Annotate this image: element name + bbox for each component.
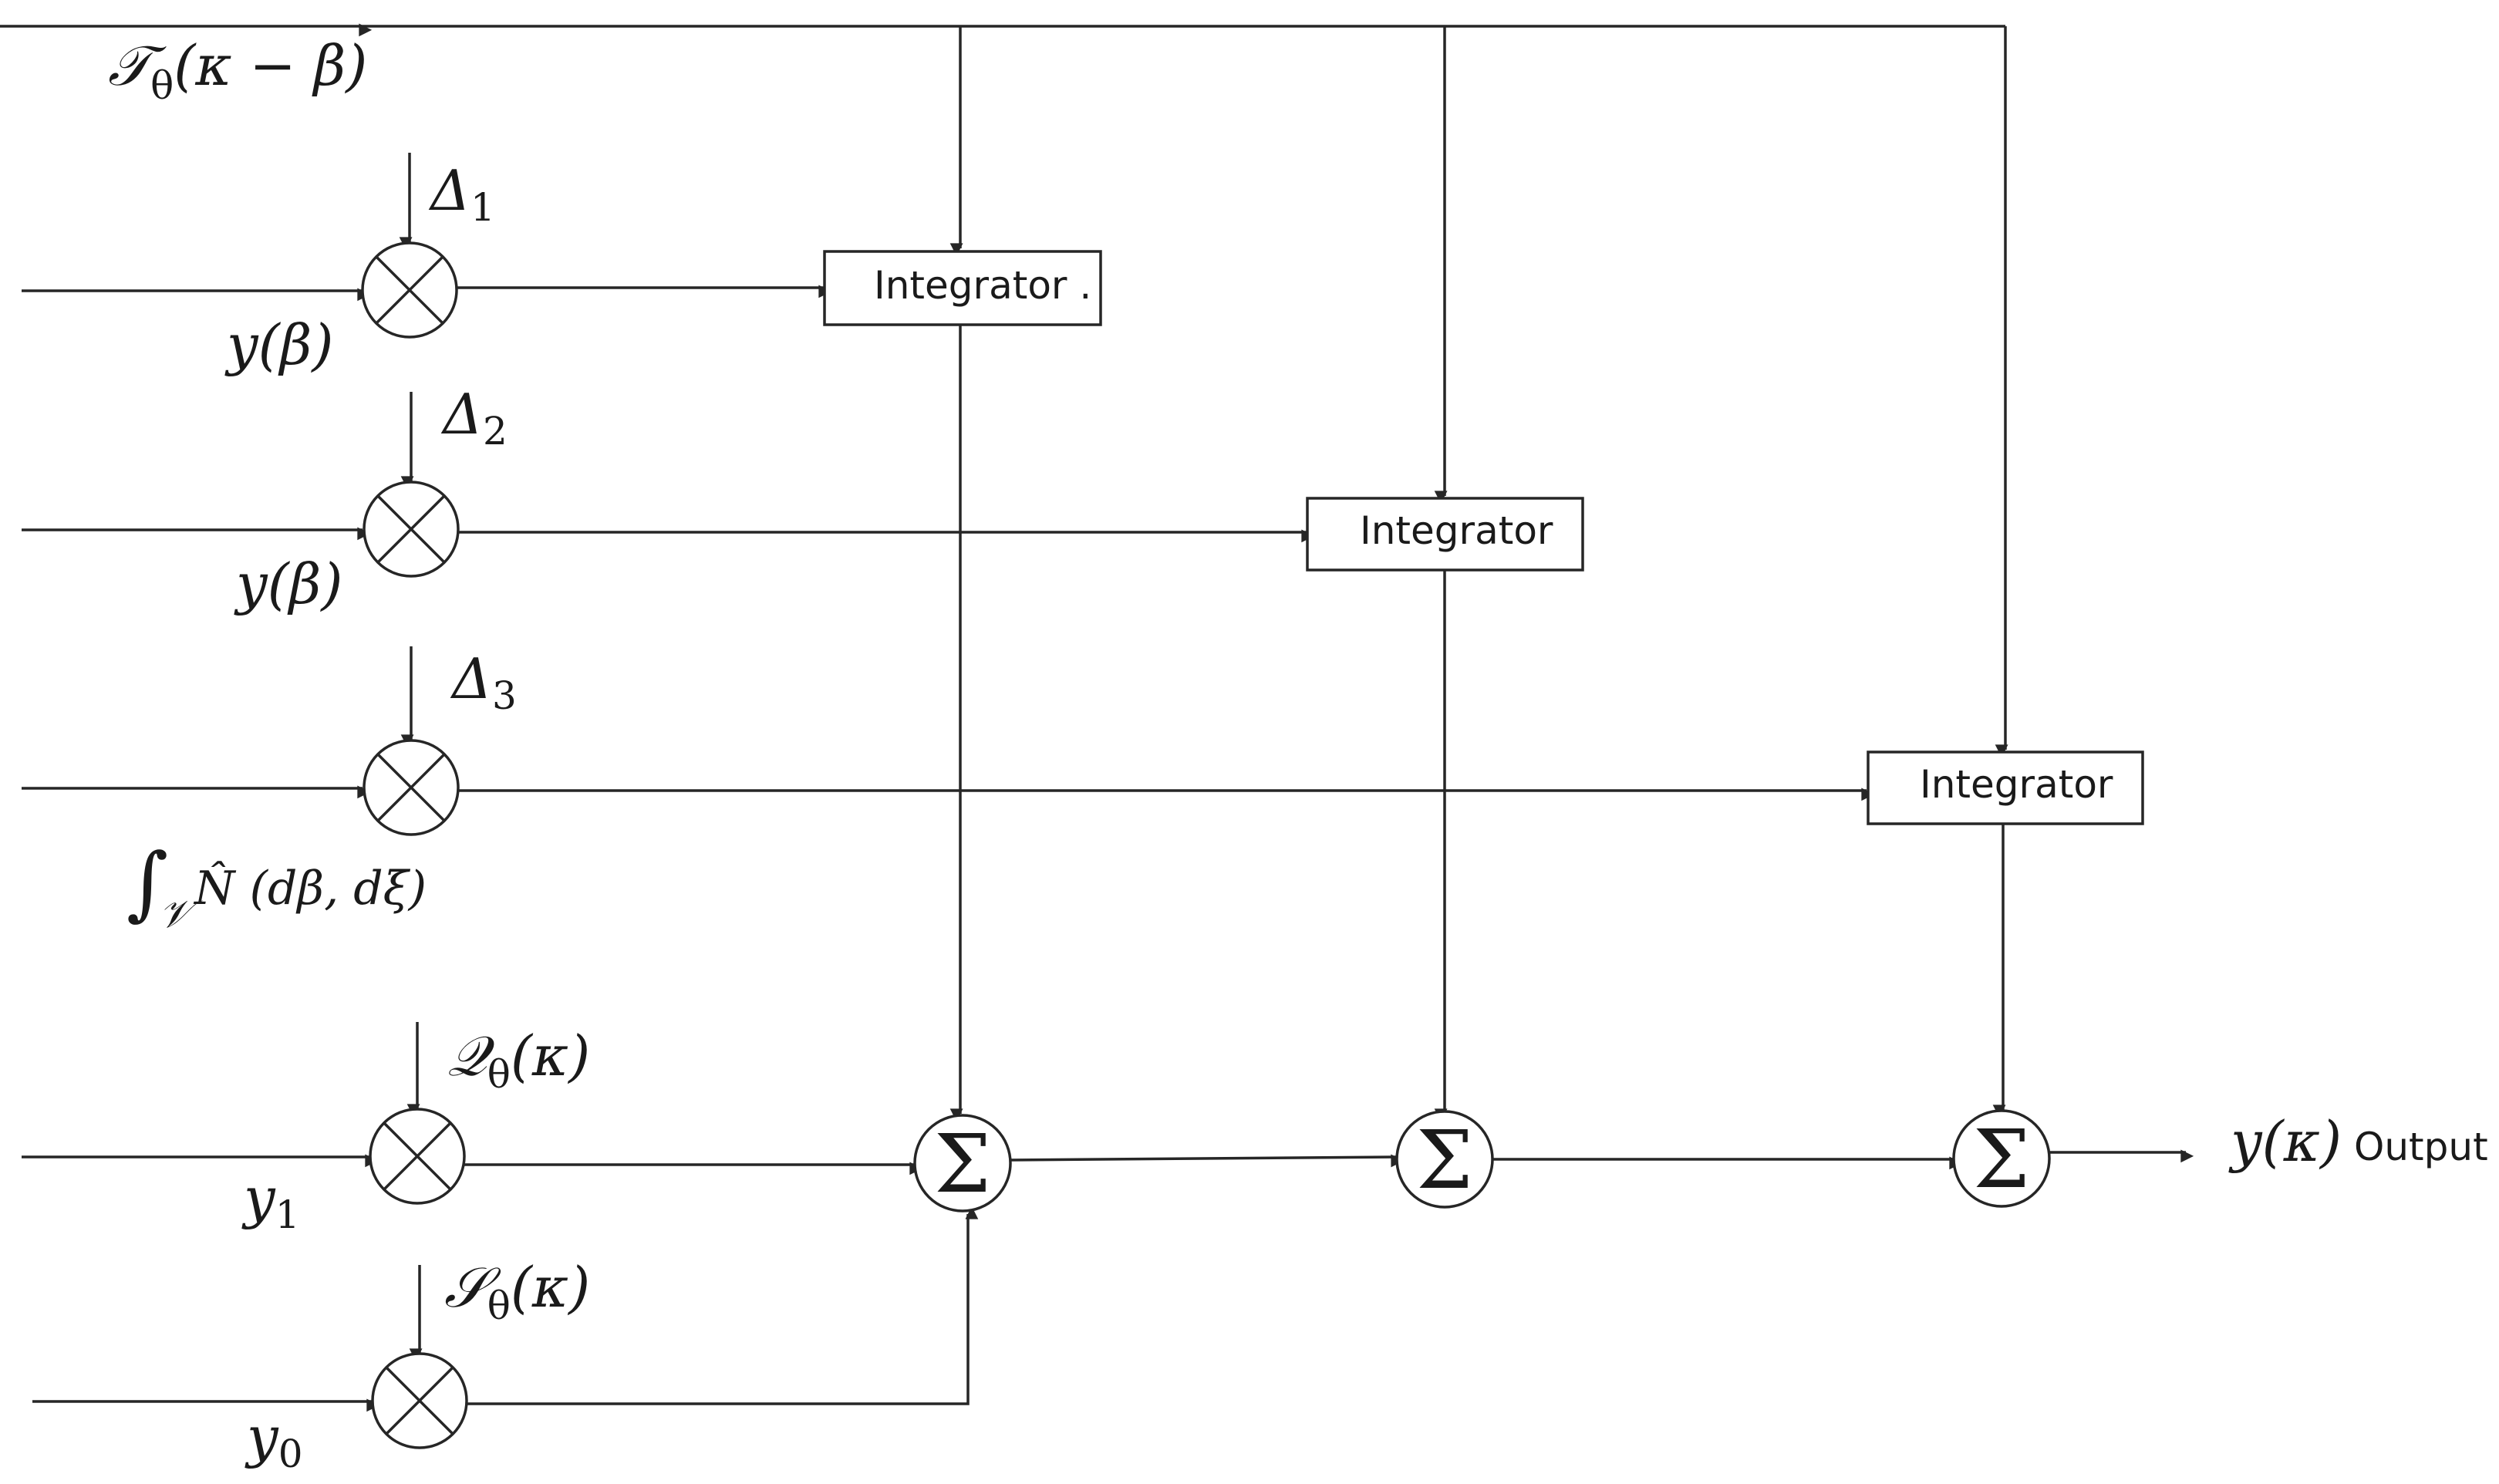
summer-1: Σ (913, 1114, 1012, 1212)
multiplier-5 (371, 1352, 468, 1449)
summer-2: Σ (1395, 1110, 1494, 1209)
time-kernel-label: 𝒯θ(κ − β) (108, 33, 367, 108)
svg-text:Σ: Σ (934, 1117, 991, 1211)
integrator-2-label: Integrator (1360, 508, 1553, 553)
multiplier-1 (361, 241, 458, 339)
row-4 (22, 1022, 923, 1205)
integrator-3-box (1867, 750, 2144, 825)
y1-label: y1 (241, 1165, 300, 1237)
svg-text:Σ: Σ (1973, 1112, 2030, 1206)
sum-1-to-sum-2 (1010, 1154, 1405, 1168)
row-5 (32, 1206, 979, 1449)
svg-text:∫: ∫ (126, 835, 168, 929)
svg-text:N̂ (dβ, dξ): N̂ (dβ, dξ) (193, 861, 427, 916)
delta2-label: Δ2 (440, 382, 508, 454)
integrator-1-label: Integrator . (874, 263, 1091, 308)
multiplier-5-to-sum-1 (467, 1206, 979, 1405)
multiplier-4 (369, 1108, 466, 1205)
svg-text:Σ: Σ (1416, 1113, 1473, 1207)
delta1-label: Δ1 (428, 158, 495, 230)
multiplier-3 (363, 739, 460, 836)
output-symbol: y(κ) (2228, 1109, 2342, 1174)
multiplier-2 (363, 481, 460, 578)
integrator-1-box (823, 250, 1102, 326)
row-3: Integrator (22, 646, 2144, 1118)
q-label: 𝒬θ(κ) (447, 1024, 590, 1097)
y0-label: y0 (245, 1405, 303, 1476)
row-2: Integrator (22, 392, 1584, 1122)
time-kernel-bus (0, 23, 2008, 758)
row-1: Integrator . (22, 153, 1102, 1122)
y-beta-label-2: y(β) (234, 551, 342, 616)
summer-3: Σ (1952, 1109, 2051, 1208)
s-label: 𝒮θ(κ) (444, 1255, 590, 1328)
delta3-label: Δ3 (450, 646, 517, 718)
output-label: Output (2354, 1125, 2488, 1169)
y-beta-label-1: y(β) (224, 312, 333, 377)
integrator-3-label: Integrator (1920, 762, 2113, 807)
integral-label: ∫ 𝒱 N̂ (dβ, dξ) (126, 835, 427, 936)
